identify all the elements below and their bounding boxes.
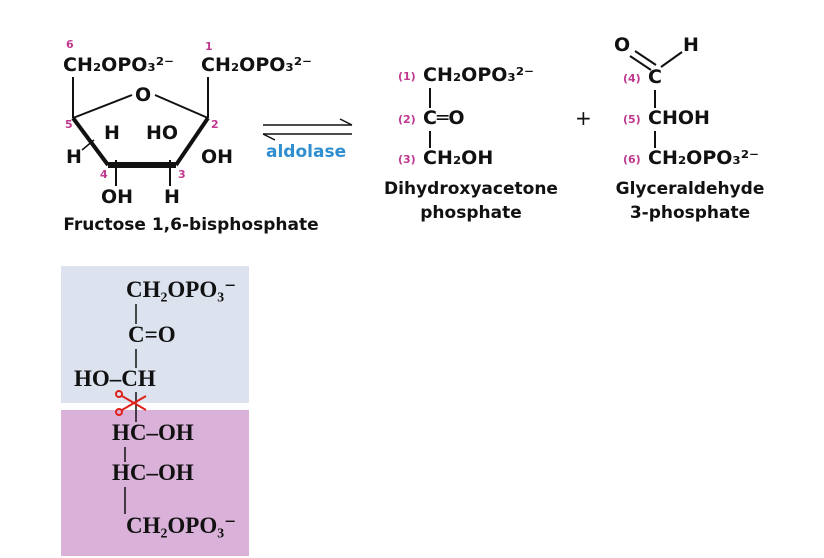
c1-phosphate-group: CH₂OPO₃²⁻ bbox=[201, 54, 313, 76]
gap-aldehyde-oxygen: O bbox=[614, 34, 631, 56]
gap-carbon-number-6: (6) bbox=[623, 153, 641, 166]
dhap-portion-panel bbox=[61, 266, 249, 403]
open-chain-c2-carbonyl: C=O bbox=[128, 322, 176, 347]
carbon-number-5: 5 bbox=[65, 118, 73, 131]
carbon-number-1: 1 bbox=[205, 40, 213, 53]
gap-portion-panel bbox=[61, 410, 249, 556]
open-chain-c3: HO–CH bbox=[74, 366, 156, 391]
c5-left-hydrogen: H bbox=[66, 146, 82, 168]
carbon-number-2: 2 bbox=[211, 118, 219, 131]
open-chain-c5: HC–OH bbox=[112, 460, 194, 485]
gap-c5-chohgroup: CHOH bbox=[648, 107, 710, 129]
c5-hydrogen: H bbox=[104, 122, 120, 144]
carbon-number-3: 3 bbox=[178, 168, 186, 181]
gap-name-line2: 3-phosphate bbox=[629, 203, 751, 223]
c3-hydrogen: H bbox=[164, 186, 180, 208]
dhap-name-line2: phosphate bbox=[420, 203, 522, 223]
c6-phosphate-group: CH₂OPO₃²⁻ bbox=[63, 54, 175, 76]
dhap-c3-hydroxymethyl: CH₂OH bbox=[423, 147, 494, 169]
c4-hydroxyl: OH bbox=[101, 186, 134, 208]
fructose-bisphosphate-label: Fructose 1,6-bisphosphate bbox=[63, 215, 319, 235]
dhap-carbon-number-3: (3) bbox=[398, 153, 416, 166]
dhap-carbon-number-1: (1) bbox=[398, 70, 416, 83]
c2-hydroxyl: OH bbox=[201, 146, 234, 168]
carbon-number-4: 4 bbox=[100, 168, 108, 181]
gap-carbon-number-4: (4) bbox=[623, 72, 641, 85]
open-chain-c4: HC–OH bbox=[112, 420, 194, 445]
open-chain-c1: CH₂OPO₃⁻ bbox=[126, 277, 237, 302]
gap-c4-carbon: C bbox=[648, 66, 662, 88]
c2-hydroxyl-ho: HO bbox=[146, 122, 179, 144]
aldolase-label: aldolase bbox=[266, 142, 347, 162]
open-chain-c6: CH₂OPO₃⁻ bbox=[126, 513, 237, 538]
gap-carbon-number-5: (5) bbox=[623, 113, 641, 126]
carbon-number-6: 6 bbox=[66, 38, 74, 51]
plus-sign: + bbox=[575, 106, 592, 130]
gap-c6-phosphate: CH₂OPO₃²⁻ bbox=[648, 147, 760, 169]
ring-oxygen: O bbox=[135, 84, 152, 106]
dhap-carbon-number-2: (2) bbox=[398, 113, 416, 126]
gap-name-line1: Glyceraldehyde bbox=[615, 179, 765, 199]
dhap-name-line1: Dihydroxyacetone bbox=[384, 179, 558, 199]
dhap-c2-carbonyl: C═O bbox=[423, 107, 465, 129]
dhap-c1-phosphate: CH₂OPO₃²⁻ bbox=[423, 64, 535, 86]
gap-aldehyde-hydrogen: H bbox=[683, 34, 699, 56]
